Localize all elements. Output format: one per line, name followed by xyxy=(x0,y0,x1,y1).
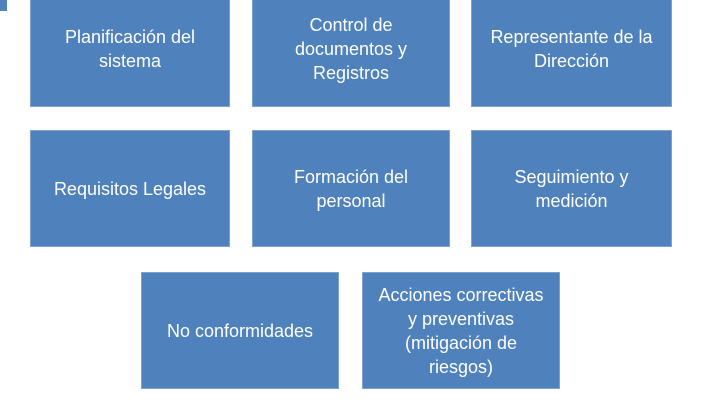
node-label: Control de documentos y Registros xyxy=(294,14,408,83)
node-requisitos-legales: Requisitos Legales xyxy=(30,130,230,247)
node-acciones-correctivas-y-preventivas: Acciones correctivas y preventivas (miti… xyxy=(362,272,560,389)
node-representante-de-la-direccion: Representante de la Dirección xyxy=(471,0,672,107)
node-no-conformidades: No conformidades xyxy=(141,272,339,389)
node-label: Representante de la Dirección xyxy=(490,26,653,71)
node-seguimiento-y-medicion: Seguimiento y medición xyxy=(471,130,672,247)
node-control-de-documentos-y-registros: Control de documentos y Registros xyxy=(252,0,450,107)
node-label: Planificación del sistema xyxy=(64,26,196,71)
node-label: Seguimiento y medición xyxy=(514,166,629,211)
node-label: No conformidades xyxy=(166,320,314,341)
cropped-node-fragment xyxy=(0,0,7,11)
node-label: Acciones correctivas y preventivas (miti… xyxy=(378,284,544,377)
node-planificacion-del-sistema: Planificación del sistema xyxy=(30,0,230,107)
node-label: Formación del personal xyxy=(293,166,409,211)
node-formacion-del-personal: Formación del personal xyxy=(252,130,450,247)
node-label: Requisitos Legales xyxy=(53,178,207,199)
